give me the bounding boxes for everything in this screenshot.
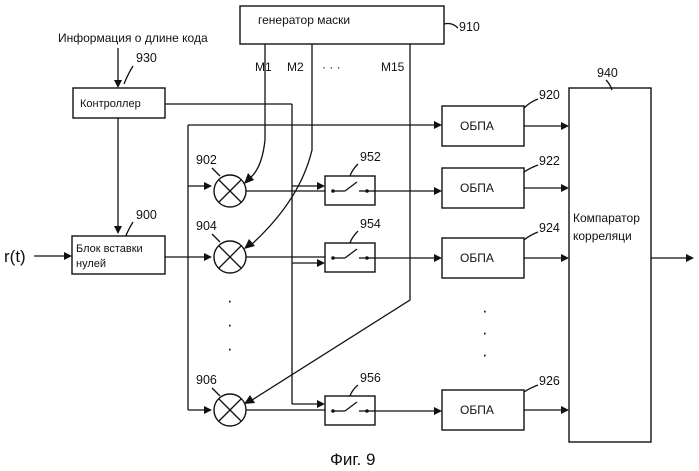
input-arrow — [64, 252, 72, 260]
multiplier-904 — [214, 241, 246, 273]
code-length-info-label: Информация о длине кода — [58, 31, 208, 45]
controller-to-zero-insert-arrow — [114, 226, 122, 234]
mask-m2-line — [252, 44, 312, 244]
mask-output-m2: M2 — [287, 60, 304, 74]
obpa-922-ref-leader — [524, 165, 538, 172]
comparator-input-arrow-3 — [561, 254, 569, 262]
obpa-920-input-arrow — [434, 121, 442, 129]
obpa-922-input-arrow — [434, 187, 442, 195]
zero-insert-label-line2: нулей — [76, 258, 106, 270]
switch-956-ref-leader — [350, 385, 358, 396]
switch-954 — [325, 243, 375, 272]
controller-ref-leader — [124, 66, 133, 84]
obpa-926-input-arrow — [434, 407, 442, 415]
code-info-arrow — [114, 80, 122, 88]
switch-952 — [325, 176, 375, 205]
obpa-926-label: ОБПА — [460, 403, 494, 417]
mask-m15-line — [252, 44, 410, 400]
obpa-926-ref: 926 — [539, 374, 560, 388]
multiplier-904-ref: 904 — [196, 219, 217, 233]
obpa-dots-1: · — [482, 301, 488, 320]
multiplier-902 — [214, 175, 246, 207]
comparator-label-line1: Компаратор — [573, 211, 640, 225]
control-arrow-956 — [317, 400, 325, 408]
obpa-924-ref: 924 — [539, 221, 560, 235]
figure-caption: Фиг. 9 — [330, 450, 375, 469]
multiplier-dots-2: · — [227, 315, 233, 334]
comparator-input-arrow-4 — [561, 406, 569, 414]
obpa-dots-2: · — [482, 323, 488, 342]
multiplier-902-input-arrow — [204, 182, 212, 190]
mask-m2-arrow — [244, 239, 255, 249]
obpa-920-label: ОБПА — [460, 119, 494, 133]
multiplier-dots-3: · — [227, 339, 233, 358]
mask-output-dots: · · · — [322, 60, 341, 74]
multiplier-906-input-arrow — [204, 406, 212, 414]
multiplier-906 — [214, 394, 246, 426]
input-signal-label: r(t) — [4, 247, 26, 266]
controller-label: Контроллер — [80, 98, 141, 110]
mask-output-m15: M15 — [381, 60, 405, 74]
multiplier-902-ref: 902 — [196, 153, 217, 167]
obpa-922-label: ОБПА — [460, 181, 494, 195]
multiplier-dots-1: · — [227, 291, 233, 310]
zero-insert-label-line1: Блок вставки — [76, 243, 143, 255]
switch-952-ref-leader — [350, 164, 358, 176]
switch-954-ref: 954 — [360, 217, 381, 231]
switch-956-ref: 956 — [360, 371, 381, 385]
multiplier-904-ref-leader — [212, 234, 220, 242]
mask-generator-ref-leader — [444, 24, 458, 29]
obpa-920-ref: 920 — [539, 88, 560, 102]
obpa-920-ref-leader — [524, 99, 538, 108]
mask-output-m1: M1 — [255, 60, 272, 74]
comparator-input-arrow-1 — [561, 122, 569, 130]
controller-ref: 930 — [136, 51, 157, 65]
switch-952-ref: 952 — [360, 150, 381, 164]
mask-generator-label: генератор маски — [258, 13, 350, 27]
obpa-924-ref-leader — [524, 232, 538, 240]
comparator-label-line2: корреляци — [573, 229, 632, 243]
obpa-dots-3: · — [482, 345, 488, 364]
multiplier-906-ref: 906 — [196, 373, 217, 387]
obpa-924-label: ОБПА — [460, 251, 494, 265]
multiplier-906-ref-leader — [212, 388, 220, 396]
correlation-comparator-box — [569, 88, 651, 442]
obpa-926-ref-leader — [524, 385, 538, 392]
zero-insert-ref: 900 — [136, 208, 157, 222]
comparator-output-arrow — [686, 254, 694, 262]
comparator-ref: 940 — [597, 66, 618, 80]
control-arrow-952 — [317, 182, 325, 190]
multiplier-902-ref-leader — [212, 168, 220, 176]
mask-generator-ref: 910 — [459, 20, 480, 34]
control-arrow-954 — [317, 259, 325, 267]
switch-954-ref-leader — [350, 231, 358, 243]
obpa-922-ref: 922 — [539, 154, 560, 168]
obpa-924-input-arrow — [434, 254, 442, 262]
switch-956 — [325, 396, 375, 425]
comparator-input-arrow-2 — [561, 184, 569, 192]
multiplier-904-input-arrow — [204, 253, 212, 261]
